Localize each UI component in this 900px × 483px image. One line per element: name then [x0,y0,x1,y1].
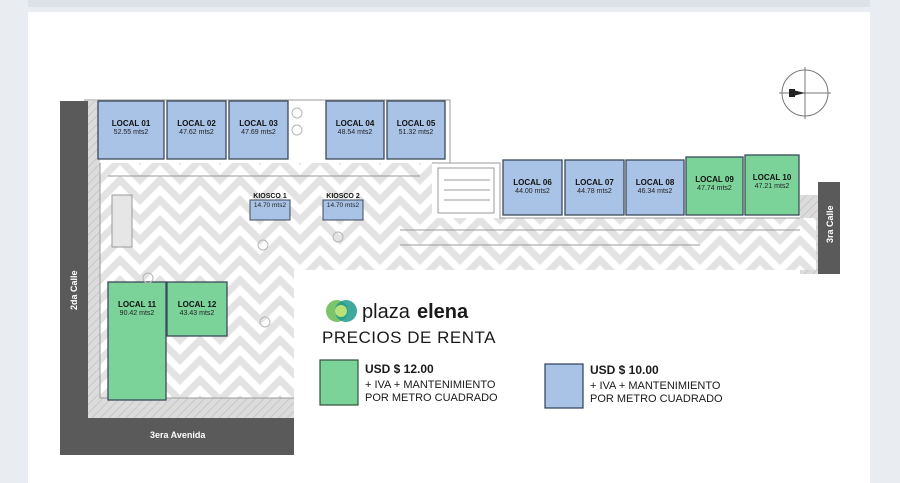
unit-name: LOCAL 11 [118,300,157,309]
street-label-2da-calle: 2da Calle [69,270,79,310]
unit-area: 90.42 mts2 [120,310,155,317]
kiosks-layer: KIOSCO 1 14.70 mts2 KIOSCO 2 14.70 mts2 [249,193,364,221]
unit-area: 43.43 mts2 [180,310,215,317]
unit-box [502,159,563,216]
unit-name: LOCAL 10 [753,173,792,182]
unit-box [625,159,685,216]
legend-line2-green: POR METRO CUADRADO [365,392,498,404]
unit-box [97,100,165,160]
legend-swatch-green [319,359,359,406]
kiosk-area: 14.70 mts2 [327,202,360,209]
legend-item-blue: USD $ 10.00 + IVA + MANTENIMIENTO POR ME… [544,363,723,409]
legend-line2-blue: POR METRO CUADRADO [590,393,723,405]
unit-box [166,281,228,337]
north-arrow-compass [779,67,831,119]
top-bar [28,0,870,7]
unit-name: LOCAL 07 [575,178,614,187]
kiosk-box [322,199,364,221]
unit-area: 48.54 mts2 [338,129,373,136]
tree-markers [142,107,344,328]
unit-name: LOCAL 08 [636,178,675,187]
legend-swatch-blue [544,363,584,409]
unit-box [685,156,744,216]
kiosk-name: KIOSCO 1 [253,193,287,200]
legend-line1-blue: + IVA + MANTENIMIENTO [590,380,721,392]
unit-box [228,100,289,160]
plaza-elena-logo [326,300,357,322]
brand-name-light: plaza [362,301,411,323]
building-outlines [84,99,800,399]
street-label-3ra-calle: 3ra Calle [825,205,835,243]
legend-line1-green: + IVA + MANTENIMIENTO [365,379,496,391]
unit-box [744,154,800,216]
unit-area: 47.62 mts2 [179,129,214,136]
unit-name: LOCAL 03 [239,119,278,128]
kiosk-name: KIOSCO 2 [326,193,360,200]
sidewalk-left [88,101,100,418]
unit-name: LOCAL 06 [513,178,552,187]
unit-name: LOCAL 01 [112,119,151,128]
unit-box [107,281,167,401]
street-2da-calle: 2da Calle [60,101,88,455]
legend-item-green: USD $ 12.00 + IVA + MANTENIMIENTO POR ME… [319,359,498,406]
unit-name: LOCAL 09 [695,175,734,184]
sidewalk-bottom [88,398,294,418]
unit-box [564,159,625,216]
kiosk-area: 14.70 mts2 [254,202,287,209]
unit-area: 44.00 mts2 [515,188,550,195]
unit-name: LOCAL 12 [178,300,217,309]
unit-area: 47.21 mts2 [755,183,790,190]
street-3ra-calle: 3ra Calle [818,182,840,274]
kiosk-1: KIOSCO 1 14.70 mts2 [249,193,291,221]
legend-title: PRECIOS DE RENTA [322,328,496,347]
unit-name: LOCAL 04 [336,119,375,128]
unit-box [325,100,385,160]
unit-box [166,100,227,160]
street-3era-avenida: 3era Avenida [60,418,294,455]
unit-name: LOCAL 05 [397,119,436,128]
unit-box [386,100,446,160]
unit-area: 47.69 mts2 [241,129,276,136]
unit-area: 46.34 mts2 [638,188,673,195]
legend-price-green: USD $ 12.00 [365,362,434,376]
unit-area: 51.32 mts2 [399,129,434,136]
brand-name-bold: elena [417,301,469,323]
unit-area: 52.55 mts2 [114,129,149,136]
kiosk-box [249,199,291,221]
kiosk-2: KIOSCO 2 14.70 mts2 [322,193,364,221]
legend-price-blue: USD $ 10.00 [590,363,659,377]
street-label-3era-avenida: 3era Avenida [150,430,206,440]
unit-area: 44.78 mts2 [577,188,612,195]
unit-name: LOCAL 02 [177,119,216,128]
unit-area: 47.74 mts2 [697,185,732,192]
